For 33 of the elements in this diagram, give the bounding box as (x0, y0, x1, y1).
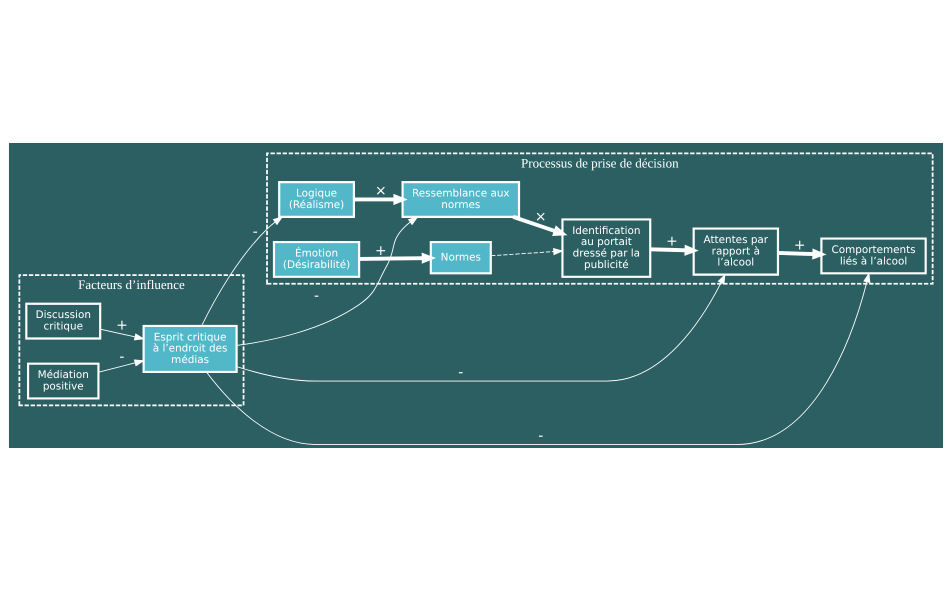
edge-label: + (666, 232, 678, 249)
node-box: Émotion (Désirabilité) (272, 240, 360, 278)
edge-label: + (375, 242, 387, 258)
node-box: Ressemblance aux normes (402, 180, 520, 218)
edge-label: - (252, 223, 258, 240)
arrow (236, 273, 726, 382)
edge-label: × (534, 208, 547, 225)
arrow (98, 358, 145, 372)
arrow (778, 248, 827, 260)
edge-label: - (458, 364, 464, 380)
arrow (650, 244, 699, 256)
node-box: Discussion critique (25, 302, 102, 340)
node-box: Esprit critique à l’endroit des médias (142, 324, 238, 373)
arrow (201, 216, 284, 326)
arrow (236, 216, 419, 346)
arrow (100, 328, 145, 340)
node-box: Normes (430, 240, 492, 274)
arrow (359, 252, 436, 264)
edge-label: + (794, 237, 806, 254)
edge-label: - (538, 428, 544, 444)
arrow (512, 214, 568, 236)
node-box: Logique (Réalisme) (278, 180, 355, 218)
edge-label: × (375, 182, 387, 198)
node-box: Identification au portait dressé par la publicité (561, 218, 652, 278)
node-box: Comportements liés à l’alcool (820, 237, 927, 274)
edge-label: + (116, 317, 128, 334)
node-box: Attentes par rapport à l’alcool (692, 227, 780, 276)
edge-label: - (314, 288, 320, 304)
edge-label: - (119, 348, 124, 364)
arrow (354, 193, 408, 205)
arrow (206, 272, 870, 444)
arrow (490, 247, 564, 256)
node-box: Médiation positive (26, 362, 100, 400)
